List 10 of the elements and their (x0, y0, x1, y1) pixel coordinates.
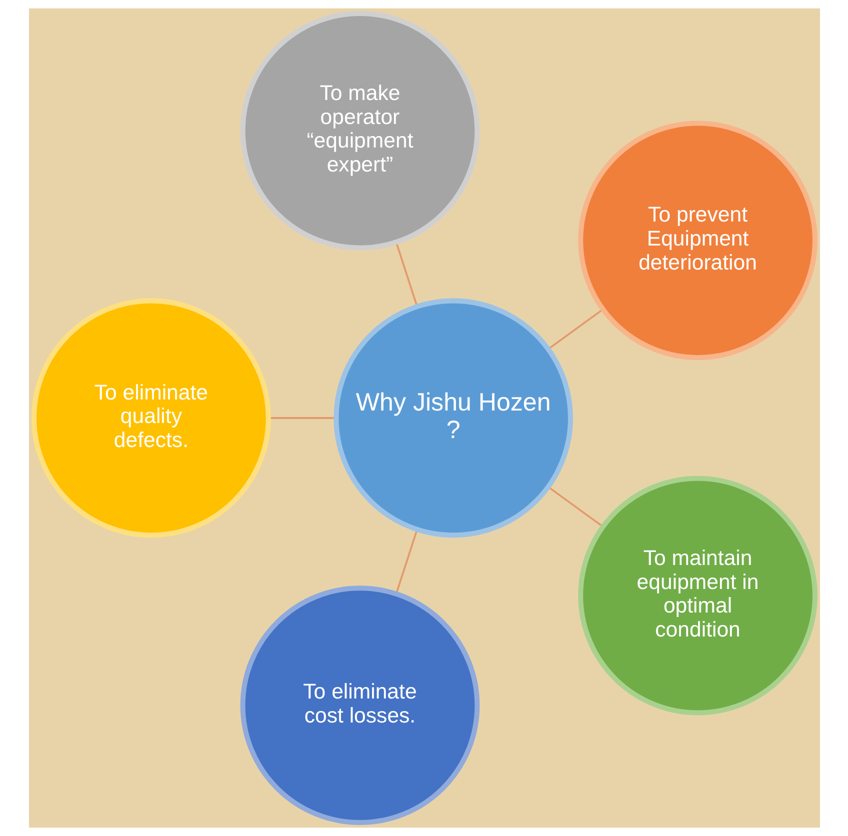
connector (394, 242, 418, 307)
node-circle: To make operator “equipment expert” (240, 10, 480, 250)
connector (547, 486, 603, 528)
connector (547, 308, 603, 350)
connector (394, 529, 418, 594)
node-circle: To prevent Equipment deterioration (578, 120, 817, 360)
node-circle: To eliminate quality defects. (31, 298, 270, 538)
node-circle: To eliminate cost losses. (240, 586, 480, 826)
node-circle: Why Jishu Hozen ? (333, 298, 573, 538)
node-circle: To maintain equipment in optimal condition (578, 476, 817, 716)
